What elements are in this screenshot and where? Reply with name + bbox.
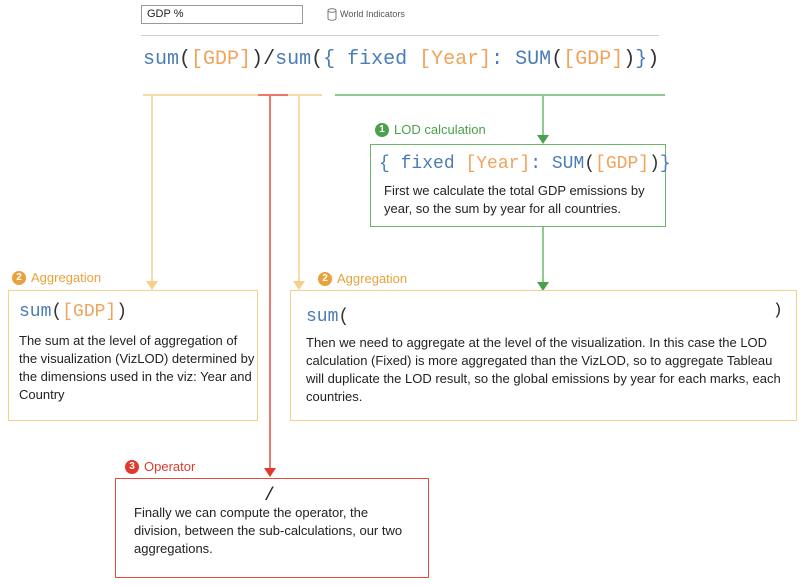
agg1-arrowhead — [146, 281, 158, 290]
lod-arrowhead — [537, 135, 549, 144]
lod-fixed-keyword: fixed — [389, 154, 466, 174]
operator-symbol: / — [264, 486, 275, 506]
step-badge-2: 2 — [318, 272, 332, 286]
calculation-name-field[interactable]: GDP % — [141, 5, 303, 24]
formula-sum-2: sum — [275, 48, 312, 71]
formula-colon: : — [491, 48, 516, 71]
lod-brace: { — [379, 154, 390, 174]
lod-label-text: LOD calculation — [394, 122, 486, 137]
lod-colon: : — [530, 154, 552, 174]
lod-to-agg2-arrowhead — [537, 282, 549, 291]
formula-paren: ( — [311, 48, 324, 71]
step-badge-2: 2 — [12, 271, 26, 285]
lod-description: First we calculate the total GDP emissio… — [384, 183, 645, 216]
formula-operator: / — [263, 48, 276, 71]
formula-brace: { — [323, 48, 336, 71]
agg1-paren: ( — [51, 302, 63, 322]
agg1-sum: sum — [19, 302, 52, 322]
agg1-code: sum([GDP]) — [19, 301, 127, 323]
formula-sum-1: sum — [143, 48, 180, 71]
step-badge-1: 1 — [375, 123, 389, 137]
agg2-paren: ( — [338, 307, 350, 327]
lod-paren: ) — [649, 154, 660, 174]
lod-brace: } — [659, 154, 671, 174]
formula-field-year: [Year] — [419, 48, 492, 71]
agg1-section-label: 2 Aggregation — [12, 270, 101, 286]
lod-field-gdp: [GDP] — [595, 154, 650, 174]
database-icon — [327, 8, 337, 21]
op-label-text: Operator — [144, 459, 196, 474]
formula-paren: ( — [551, 48, 564, 71]
formula-text: sum([GDP])/sum({ fixed [Year]: SUM([GDP]… — [143, 48, 659, 72]
lod-section-label: 1 LOD calculation — [375, 122, 486, 138]
agg1-label-text: Aggregation — [31, 270, 102, 285]
agg1-description: The sum at the level of aggregation of t… — [19, 333, 255, 402]
operator-description: Finally we can compute the operator, the… — [134, 505, 403, 556]
agg2-section-label: 2 Aggregation — [318, 271, 407, 287]
formula-sum-3: SUM — [515, 48, 552, 71]
lod-code: { fixed [Year]: SUM([GDP])} — [379, 153, 671, 175]
formula-paren: ) — [623, 48, 636, 71]
agg2-code-open: sum( — [306, 306, 349, 328]
formula-brace: } — [635, 48, 648, 71]
agg2-description: Then we need to aggregate at the level o… — [306, 335, 781, 404]
lod-sum: SUM — [551, 154, 585, 174]
aggregation-box-lod: sum( ) Then we need to aggregate at the … — [290, 290, 797, 421]
lod-field-year: [Year] — [465, 154, 531, 174]
step-badge-3: 3 — [125, 460, 139, 474]
agg2-arrowhead — [293, 281, 305, 290]
op-section-label: 3 Operator — [125, 459, 195, 475]
datasource-label: World Indicators — [340, 9, 405, 19]
lod-calculation-box: { fixed [Year]: SUM([GDP])} First we cal… — [370, 144, 671, 227]
agg2-label-text: Aggregation — [337, 271, 408, 286]
formula-paren: ( — [179, 48, 192, 71]
agg1-paren: ) — [116, 302, 128, 322]
operator-box: / Finally we can compute the operator, t… — [115, 478, 429, 578]
formula-paren: ) — [647, 48, 660, 71]
formula-fixed-keyword: fixed — [335, 48, 420, 71]
formula-paren: ) — [251, 48, 264, 71]
formula-field-gdp: [GDP] — [191, 48, 252, 71]
formula-field-gdp: [GDP] — [563, 48, 624, 71]
agg1-field-gdp: [GDP] — [62, 302, 117, 322]
lod-paren: ( — [584, 154, 596, 174]
header-divider — [141, 35, 659, 36]
agg2-sum: sum — [306, 307, 339, 327]
aggregation-box-vizlod: sum([GDP]) The sum at the level of aggre… — [8, 290, 258, 421]
op-arrowhead — [264, 468, 276, 477]
agg2-code-close: ) — [773, 301, 783, 319]
